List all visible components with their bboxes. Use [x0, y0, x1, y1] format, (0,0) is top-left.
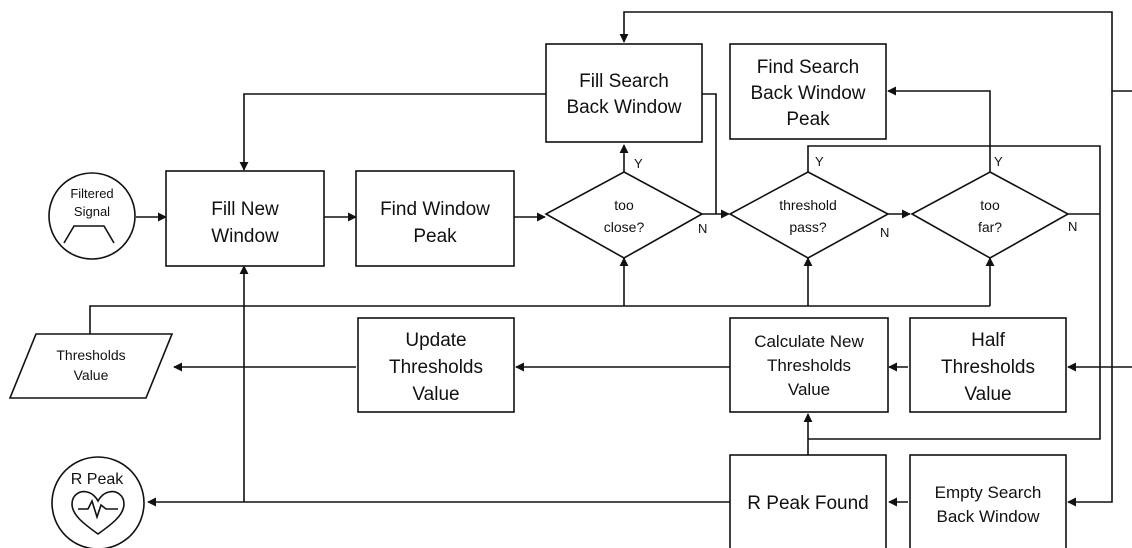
empty-search-back-line1: Empty Search [935, 483, 1042, 502]
calculate-new-line2: Thresholds [767, 356, 851, 375]
too-close-line2: close? [604, 219, 645, 235]
half-thresholds-line3: Value [964, 384, 1011, 405]
threshold-pass-line1: threshold [779, 197, 837, 213]
too-far-line2: far? [978, 219, 1002, 235]
too-far-no-label: N [1068, 219, 1077, 234]
too-far-yes-label: Y [994, 154, 1003, 169]
calculate-new-line1: Calculate New [754, 332, 864, 351]
half-thresholds-value-node[interactable]: Half Thresholds Value [909, 317, 1067, 413]
update-thresholds-line3: Value [412, 384, 459, 405]
too-far-line1: too [980, 197, 1000, 213]
fill-search-back-window-line1: Fill Search [579, 71, 669, 92]
fill-new-window-line2: Window [211, 226, 279, 247]
calculate-new-line3: Value [788, 380, 830, 399]
update-thresholds-line1: Update [405, 330, 466, 351]
thresholds-value-io-node[interactable]: Thresholds Value [8, 333, 174, 399]
find-window-peak-node[interactable]: Find Window Peak [355, 170, 515, 267]
threshold-no-label: N [880, 225, 889, 240]
filtered-signal-label-line2: Signal [74, 204, 110, 219]
find-search-back-peak-line2: Back Window [750, 83, 865, 104]
thresholds-value-io-line2: Value [74, 367, 109, 383]
edges [89, 11, 1132, 507]
edge-fill-search-back-to-threshold [702, 93, 717, 214]
find-search-back-window-peak-node[interactable]: Find Search Back Window Peak [729, 43, 887, 140]
half-thresholds-line1: Half [971, 330, 1006, 351]
edge-fill-search-back-to-fill-new [239, 93, 546, 171]
find-window-peak-line2: Peak [413, 226, 457, 247]
empty-search-back-window-node[interactable]: Empty Search Back Window [909, 454, 1067, 548]
edge-right-to-empty [1067, 91, 1113, 507]
calculate-new-thresholds-value-node[interactable]: Calculate New Thresholds Value [729, 317, 889, 413]
r-peak-found-label: R Peak Found [747, 493, 868, 514]
half-thresholds-line2: Thresholds [941, 357, 1035, 378]
edge-too-far-yes [887, 86, 991, 172]
heart-pulse-icon [71, 490, 125, 535]
threshold-pass-decision[interactable]: threshold pass? [728, 171, 890, 259]
edge-io-to-decisions [89, 305, 990, 334]
filtered-signal-label-line1: Filtered [70, 186, 113, 201]
fill-search-back-window-node[interactable]: Fill Search Back Window [545, 43, 703, 143]
fill-new-window-line1: Fill New [211, 199, 279, 220]
too-close-decision[interactable]: too close? [544, 171, 704, 259]
find-search-back-peak-line1: Find Search [757, 57, 859, 78]
filtered-signal-node[interactable]: Filtered Signal [48, 172, 136, 260]
too-close-yes-label: Y [634, 156, 643, 171]
thresholds-value-io-line1: Thresholds [56, 347, 125, 363]
update-thresholds-value-node[interactable]: Update Thresholds Value [357, 317, 515, 413]
edge-threshold-yes [807, 145, 1101, 440]
empty-search-back-line2: Back Window [937, 507, 1041, 526]
threshold-pass-line2: pass? [789, 219, 827, 235]
fill-new-window-node[interactable]: Fill New Window [165, 170, 325, 267]
update-thresholds-line2: Thresholds [389, 357, 483, 378]
find-window-peak-line1: Find Window [380, 199, 490, 220]
edge-top-loop [619, 11, 1132, 92]
r-peak-label: R Peak [71, 471, 124, 488]
too-close-no-label: N [698, 221, 707, 236]
too-far-decision[interactable]: too far? [910, 171, 1070, 259]
fill-search-back-window-line2: Back Window [566, 97, 681, 118]
trapezoid-wave-icon [63, 225, 115, 244]
threshold-yes-label: Y [815, 154, 824, 169]
r-peak-node[interactable]: R Peak [51, 456, 145, 548]
too-close-line1: too [614, 197, 634, 213]
find-search-back-peak-line3: Peak [786, 109, 830, 130]
r-peak-found-node[interactable]: R Peak Found [729, 454, 887, 548]
